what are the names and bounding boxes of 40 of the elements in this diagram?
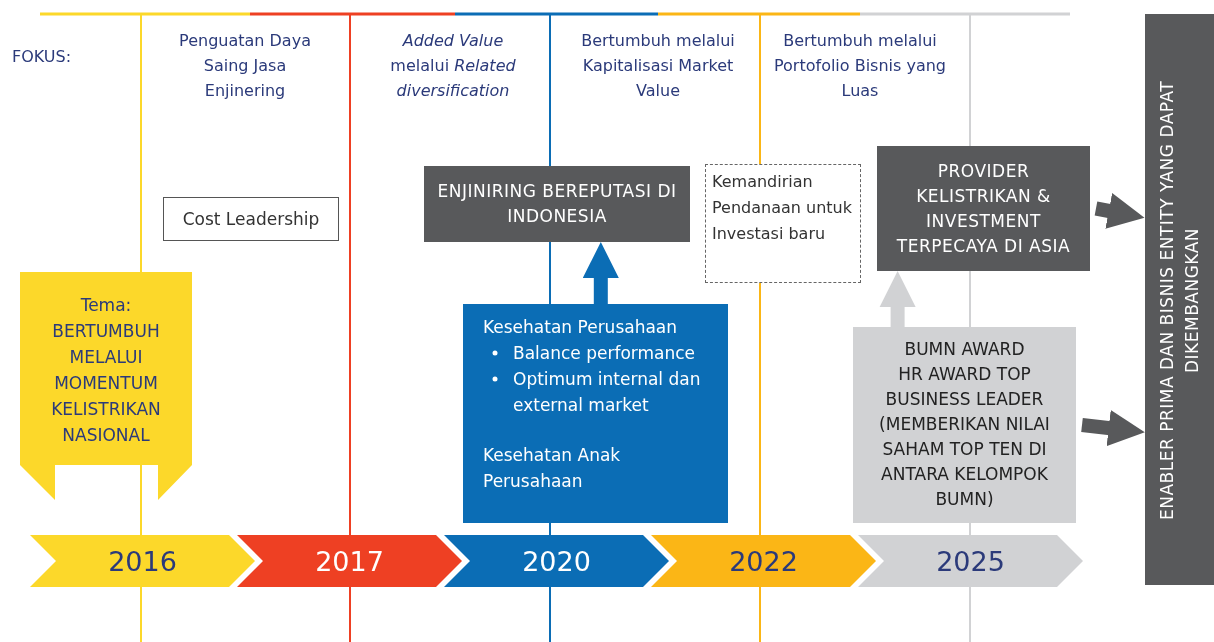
timeline-segment (444, 535, 669, 587)
vision-bar (1145, 14, 1214, 585)
timeline-segment (30, 535, 255, 587)
row-label: FOKUS: (12, 47, 73, 67)
box-text: ENJINIRING BEREPUTASI DI INDONESIA (436, 180, 678, 228)
bullet-item: Balance performance (513, 342, 697, 365)
banner-text: BERTUMBUH MELALUI MOMENTUM KELISTRIKAN NASIONAL (50, 320, 162, 447)
text-box (163, 197, 339, 241)
timeline-segment (237, 535, 462, 587)
heading-text: Kesehatan Perusahaan (483, 316, 679, 339)
year-label: 2017 (315, 545, 384, 577)
bullet-item: Optimum internal dan external market (513, 368, 702, 417)
box-text: Kemandirian Pendanaan untuk Investasi baru (712, 171, 853, 245)
vision-text: ENABLER PRIMA DAN BISNIS ENTITY YANG DAPAT DIKEMBANGKAN (1155, 78, 1203, 522)
block-arrow (1081, 409, 1145, 447)
award-box (853, 327, 1076, 523)
year-label: 2025 (936, 545, 1005, 577)
box-text: Cost Leadership (182, 209, 320, 229)
heading-text: Kesehatan Anak Perusahaan (483, 444, 622, 493)
block-arrow (879, 271, 916, 327)
focus-text: Added Value melalui Related diversification (389, 30, 517, 102)
goal-box (877, 146, 1090, 271)
block-arrow (1094, 193, 1145, 229)
box-text: PROVIDER KELISTRIKAN & INVESTMENT TERPECAYA DI ASIA (895, 159, 1072, 258)
year-label: 2016 (108, 545, 177, 577)
focus-text: Penguatan Daya Saing Jasa Enjinering (178, 30, 312, 102)
focus-text: Bertumbuh melalui Kapitalisasi Market Value (580, 30, 736, 102)
theme-banner (20, 272, 192, 500)
banner-text: Tema: (79, 294, 133, 317)
goal-box (424, 166, 690, 242)
box-text: BUMN AWARD (903, 338, 1026, 361)
info-box (463, 304, 728, 523)
timeline-segment (858, 535, 1083, 587)
year-label: 2020 (522, 545, 591, 577)
box-text: HR AWARD TOP BUSINESS LEADER (MEMBERIKAN NILAI SAHAM TOP TEN DI ANTARA KELOMPOK BUMN) (878, 363, 1051, 511)
dashed-box (705, 164, 861, 283)
timeline-segment (651, 535, 876, 587)
focus-text: Bertumbuh melalui Portofolio Bisnis yang Luas (773, 30, 947, 102)
year-label: 2022 (729, 545, 798, 577)
block-arrow (582, 242, 619, 304)
